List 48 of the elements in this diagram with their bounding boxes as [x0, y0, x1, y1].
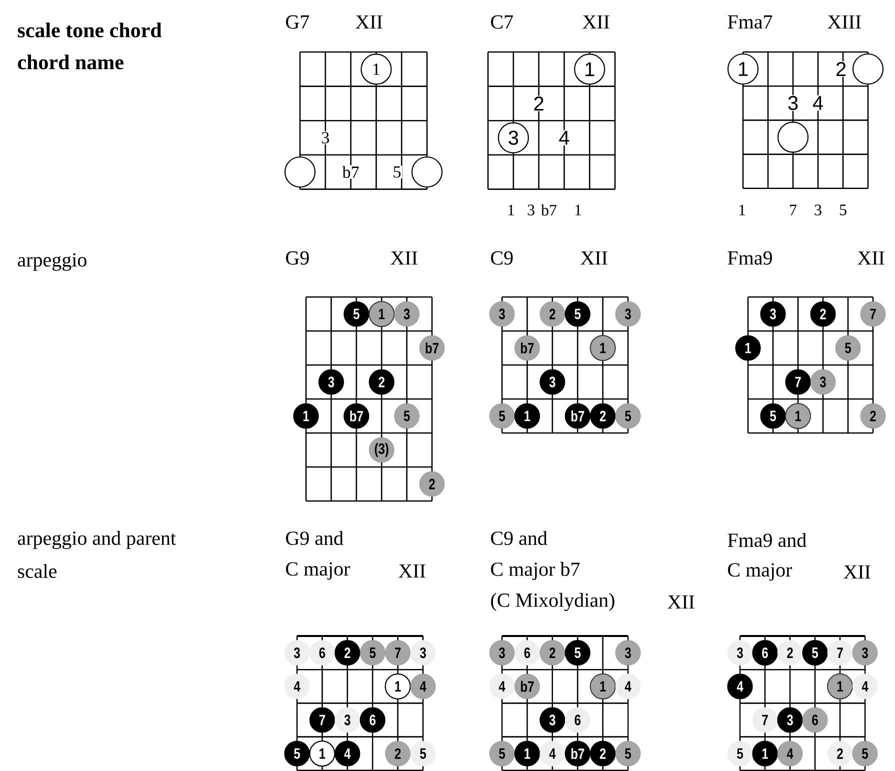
interval-label: 3 [320, 131, 330, 144]
finger-number: 4 [558, 130, 571, 146]
scale-name: C major [286, 562, 350, 580]
scale-name: C major b7 [491, 562, 580, 580]
position-numeral: XII [582, 15, 610, 29]
scale-name: C major [728, 563, 792, 581]
row-heading: scale [18, 564, 56, 578]
chord-name: C7 [491, 15, 513, 29]
open-circle [852, 53, 884, 85]
row-heading: arpeggio and parent [18, 530, 176, 550]
position-numeral: XII [668, 595, 694, 609]
open-circle [284, 156, 316, 188]
chord-name: Fma9 and [728, 532, 806, 548]
interval-label: 1 [737, 204, 747, 216]
chord-name: Fma7 [728, 15, 772, 29]
open-circle [777, 122, 809, 153]
chord-name: C9 [491, 251, 513, 265]
row-heading: scale tone chord [18, 22, 162, 38]
interval-label: 5 [838, 204, 848, 216]
chord-name: G9 [286, 251, 309, 265]
position-numeral: XII [356, 15, 382, 29]
position-numeral: XIII [828, 15, 861, 29]
scale-name: (C Mixolydian) [491, 592, 614, 612]
position-numeral: XII [858, 251, 884, 265]
position-numeral: XII [844, 565, 870, 579]
interval-label: 3 [526, 204, 536, 216]
row-heading: arpeggio [18, 253, 86, 271]
interval-label: b7 [540, 204, 558, 216]
chord-name: C9 and [491, 530, 548, 546]
finger-number: 3 [786, 95, 800, 111]
chord-name: G7 [286, 15, 310, 29]
interval-label: 1 [573, 204, 583, 216]
position-numeral: XII [398, 564, 426, 578]
interval-label: 7 [788, 204, 798, 216]
interval-label: 5 [392, 166, 402, 178]
finger-number: 4 [812, 95, 824, 111]
position-numeral: XII [580, 251, 608, 265]
row-heading: chord name [18, 54, 124, 70]
chord-name: Fma9 [728, 251, 772, 265]
interval-label: 1 [506, 204, 516, 216]
interval-label: 3 [813, 204, 823, 216]
interval-label: b7 [342, 165, 360, 179]
node-label: 1 [320, 748, 326, 759]
open-circle [411, 156, 443, 188]
finger-number: 2 [532, 96, 546, 112]
position-numeral: XII [390, 251, 418, 265]
chord-name: G9 and [286, 530, 344, 546]
finger-number: 2 [834, 61, 848, 77]
